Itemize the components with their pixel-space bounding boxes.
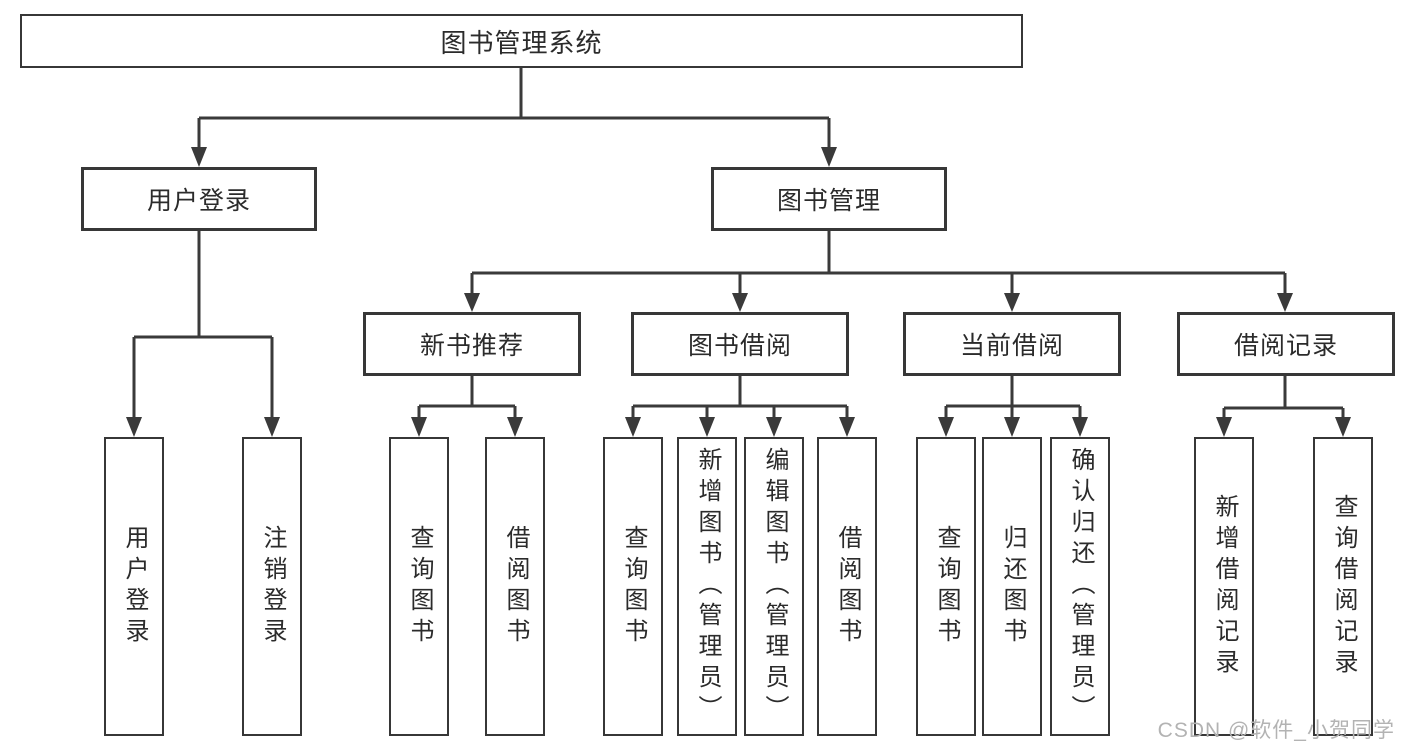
leaf-add-borrow-record-label: 新增借阅记录 bbox=[1211, 493, 1238, 680]
wire-root-to-level2 bbox=[191, 68, 837, 167]
leaf-query-books-borrow: 查询图书 bbox=[603, 437, 663, 736]
node-user-login: 用户登录 bbox=[81, 167, 317, 231]
leaf-borrow-books-recommend-label: 借阅图书 bbox=[502, 524, 529, 649]
wire-current-borrow-to-leaves bbox=[938, 376, 1088, 437]
node-book-borrow: 图书借阅 bbox=[631, 312, 849, 376]
leaf-logout: 注销登录 bbox=[242, 437, 302, 736]
node-root: 图书管理系统 bbox=[20, 14, 1023, 68]
leaf-add-borrow-record: 新增借阅记录 bbox=[1194, 437, 1254, 736]
leaf-query-books-borrow-label: 查询图书 bbox=[620, 524, 647, 649]
wire-book-management-to-level3 bbox=[464, 231, 1293, 312]
leaf-query-borrow-record-label: 查询借阅记录 bbox=[1330, 493, 1357, 680]
leaf-user-login-label: 用户登录 bbox=[121, 524, 148, 649]
leaf-query-books-current: 查询图书 bbox=[916, 437, 976, 736]
leaf-return-book-label: 归还图书 bbox=[999, 524, 1026, 649]
node-borrow-records: 借阅记录 bbox=[1177, 312, 1395, 376]
node-new-book-recommend: 新书推荐 bbox=[363, 312, 581, 376]
leaf-query-books-recommend-label: 查询图书 bbox=[406, 524, 433, 649]
leaf-user-login: 用户登录 bbox=[104, 437, 164, 736]
leaf-return-book: 归还图书 bbox=[982, 437, 1042, 736]
leaf-edit-book-admin-label: 编辑图书（管理员） bbox=[761, 447, 788, 726]
leaf-borrow-books-recommend: 借阅图书 bbox=[485, 437, 545, 736]
leaf-logout-label: 注销登录 bbox=[259, 524, 286, 649]
leaf-query-books-recommend: 查询图书 bbox=[389, 437, 449, 736]
leaf-query-borrow-record: 查询借阅记录 bbox=[1313, 437, 1373, 736]
leaf-confirm-return-admin: 确认归还（管理员） bbox=[1050, 437, 1110, 736]
wire-borrow-records-to-leaves bbox=[1216, 376, 1351, 437]
wire-book-borrow-to-leaves bbox=[625, 376, 855, 437]
node-current-borrow: 当前借阅 bbox=[903, 312, 1121, 376]
leaf-confirm-return-admin-label: 确认归还（管理员） bbox=[1067, 447, 1094, 726]
node-book-management: 图书管理 bbox=[711, 167, 947, 231]
leaf-add-book-admin-label: 新增图书（管理员） bbox=[694, 447, 721, 726]
wire-new-book-recommend-to-leaves bbox=[411, 376, 523, 437]
leaf-borrow-books-label: 借阅图书 bbox=[834, 524, 861, 649]
leaf-add-book-admin: 新增图书（管理员） bbox=[677, 437, 737, 736]
wire-user-login-to-leaves bbox=[126, 231, 280, 437]
leaf-edit-book-admin: 编辑图书（管理员） bbox=[744, 437, 804, 736]
watermark-text: CSDN @软件_小贺同学 bbox=[1157, 719, 1395, 742]
leaf-borrow-books: 借阅图书 bbox=[817, 437, 877, 736]
leaf-query-books-current-label: 查询图书 bbox=[933, 524, 960, 649]
